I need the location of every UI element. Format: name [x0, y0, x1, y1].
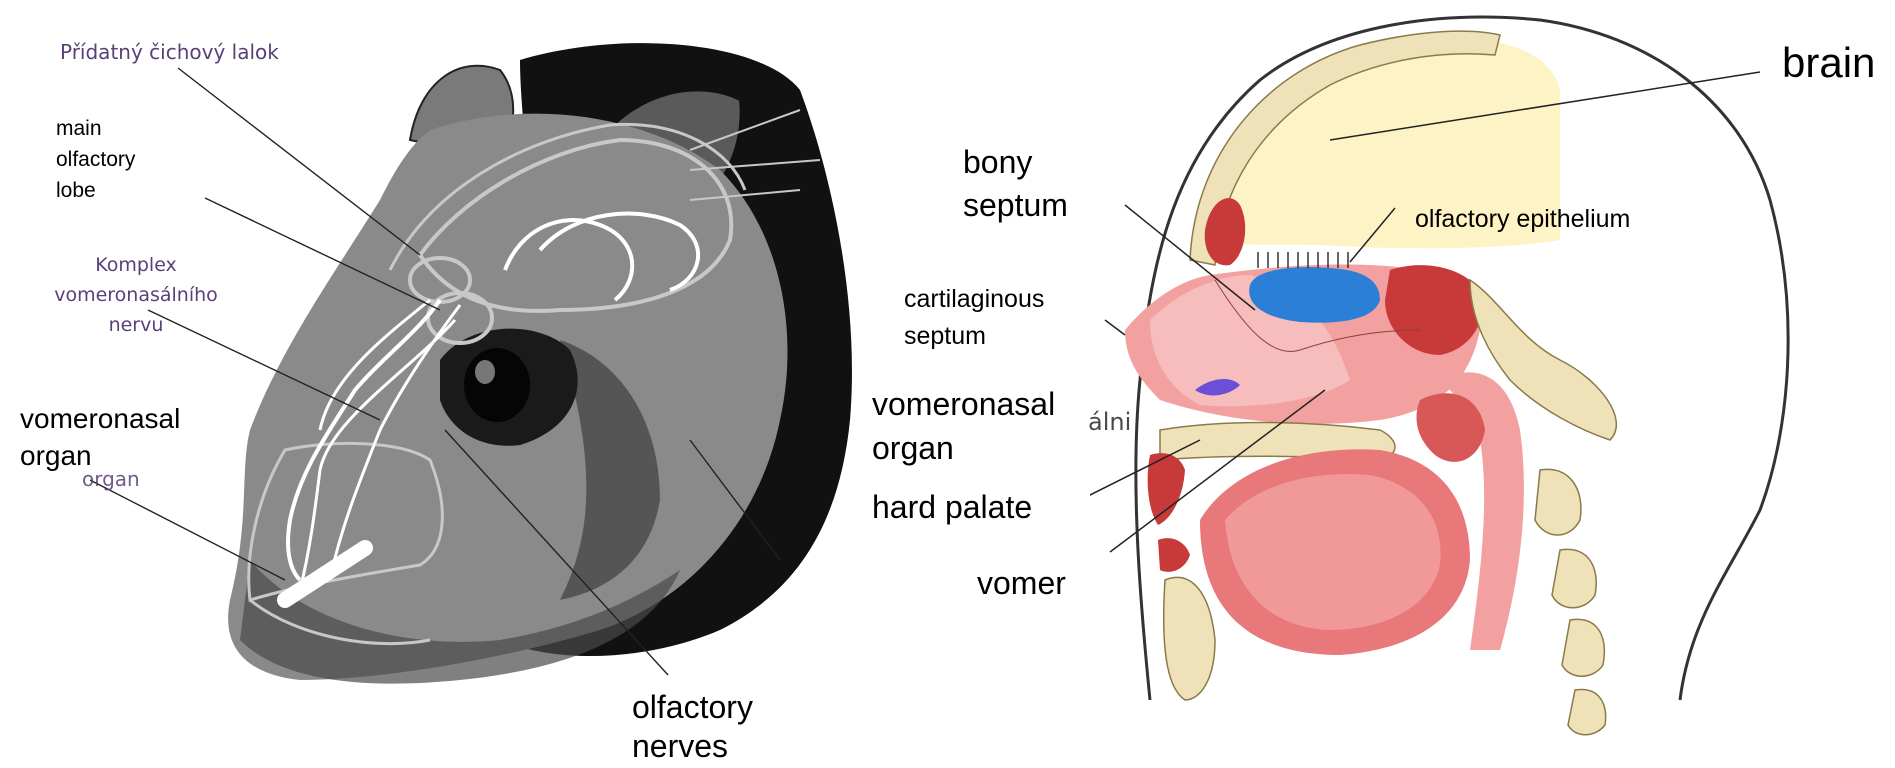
label-main-olfactory-lobe-line3: lobe — [56, 175, 135, 206]
human-head-illustration — [1090, 0, 1895, 768]
label-main-olfactory-lobe-line2: olfactory — [56, 144, 135, 175]
label-vomeronasal-complex-cz: Komplex vomeronasálního nervu — [47, 250, 225, 340]
label-cartilaginous-septum: cartilaginous septum — [904, 281, 1044, 355]
label-bony-septum-line2: septum — [963, 184, 1068, 227]
label-olfactory-nerves-line1: olfactory — [632, 688, 753, 727]
label-vomeronasal-underlay-fragment: álni — [1088, 408, 1131, 436]
label-cartilaginous-septum-line1: cartilaginous — [904, 281, 1044, 318]
rodent-eye — [464, 348, 530, 422]
label-vomeronasal-organ-human-line2: organ — [872, 426, 1055, 470]
label-vomeronasal-complex-line2: vomeronasálního — [47, 280, 225, 310]
label-vomeronasal-organ-rodent: vomeronasal organ — [20, 400, 180, 474]
label-vomeronasal-organ-human-line1: vomeronasal — [872, 382, 1055, 426]
leader-cartilaginous-septum — [1105, 320, 1125, 335]
leader-accessory-lobe — [178, 68, 420, 255]
label-hard-palate: hard palate — [872, 489, 1032, 527]
rodent-eye-highlight — [475, 360, 495, 384]
label-bony-septum: bony septum — [963, 141, 1068, 227]
label-olfactory-nerves: olfactory nerves — [632, 688, 753, 766]
label-olfactory-nerves-line2: nerves — [632, 727, 753, 766]
label-vomeronasal-complex-line1: Komplex — [47, 250, 225, 280]
label-brain: brain — [1782, 38, 1875, 88]
label-vomeronasal-organ-rodent-line1: vomeronasal — [20, 400, 180, 437]
label-main-olfactory-lobe: main olfactory lobe — [56, 113, 135, 206]
human-olfactory-epithelium — [1249, 267, 1380, 323]
label-vomeronasal-organ-human: vomeronasal organ — [872, 382, 1055, 470]
label-olfactory-epithelium: olfactory epithelium — [1415, 205, 1630, 235]
label-bony-septum-line1: bony — [963, 141, 1068, 184]
label-vomeronasal-complex-line3: nervu — [47, 310, 225, 340]
label-main-olfactory-lobe-line1: main — [56, 113, 135, 144]
label-accessory-olfactory-lobe-cz: Přídatný čichový lalok — [60, 41, 279, 65]
label-cartilaginous-septum-line2: septum — [904, 318, 1044, 355]
label-vomer: vomer — [977, 565, 1066, 603]
label-vomeronasal-organ-underlay: organ — [82, 468, 140, 492]
